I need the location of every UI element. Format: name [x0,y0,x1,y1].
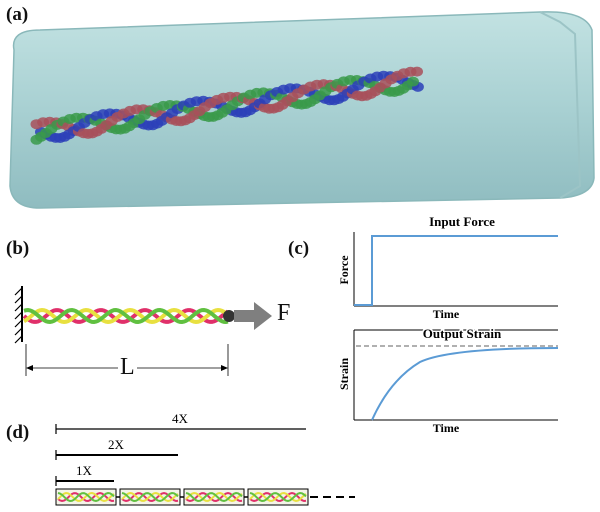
protein-helix [30,66,424,145]
force-label: F [277,300,291,326]
coiled-coil [22,307,230,325]
scale-label-2x: 2X [108,437,125,452]
output-strain-title: Output Strain [423,326,502,341]
force-axis-label: Force [337,255,351,285]
panel-c-label: (c) [288,238,310,259]
segment-strand [185,491,243,503]
water-box [9,11,595,209]
segment-strand [185,491,243,503]
length-scale-diagram: 4X 2X 1X [55,411,355,506]
force-arrow [234,302,272,330]
input-force-step [354,235,558,306]
wall-hatch [14,287,23,344]
segment-strand [121,491,179,503]
force-time-label: Time [433,307,460,321]
segment-strand [57,491,115,503]
segment-chain [55,488,309,506]
panel-b-label: (b) [6,238,30,259]
panel-d-label: (d) [6,422,30,443]
segment-strand [249,491,307,503]
input-force-title: Input Force [429,214,495,229]
coil-strand [23,307,229,325]
strain-time-label: Time [433,421,460,435]
panel-a-label: (a) [6,4,29,25]
scale-label-1x: 1X [76,463,93,478]
strain-axis-label: Strain [337,358,351,390]
force-strain-plots: Input Force Force Time Output Strain Str… [337,214,559,435]
coil-end-bead [223,310,235,322]
helix-blob [407,76,419,87]
coil-strand [22,308,230,324]
segment-strand [249,491,307,503]
helix-blob [411,66,423,77]
segment-strand [57,491,115,503]
output-strain-curve [371,347,559,421]
length-label: L [118,354,137,381]
coiled-coil-diagram [14,286,272,376]
scale-label-4x: 4X [172,411,189,426]
water-box-rendering [9,11,595,209]
segment-strand [121,491,179,503]
